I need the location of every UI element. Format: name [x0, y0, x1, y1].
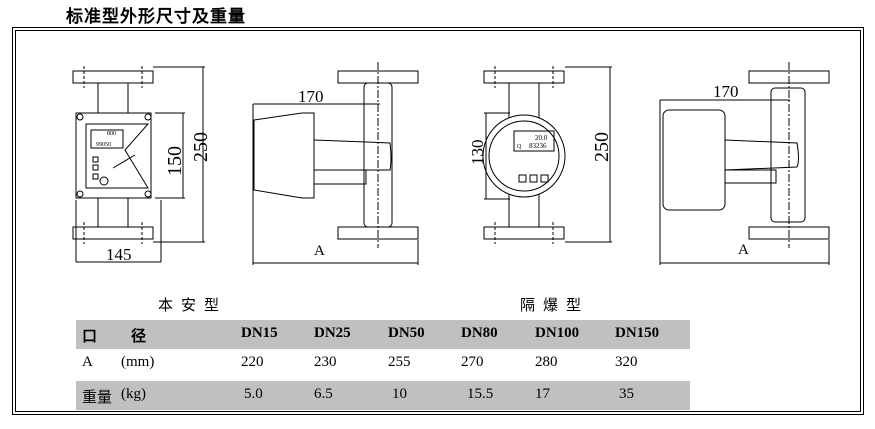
display-total: 83236	[529, 142, 547, 150]
table-cell: 280	[535, 354, 558, 370]
dim-250-standard: 250	[190, 132, 212, 162]
row-label-2: (kg)	[121, 386, 146, 402]
caption-intrinsically-safe: 本安型	[158, 296, 228, 314]
dim-145: 145	[106, 245, 132, 264]
dim-170-standard: 170	[298, 87, 324, 106]
dim-a-explosion-proof: A	[738, 242, 749, 258]
display-flow-rate: 20.0	[535, 134, 548, 142]
table-cell: 10	[392, 386, 407, 402]
table-cell: 15.5	[467, 386, 494, 402]
page-title: 标准型外形尺寸及重量	[66, 7, 246, 27]
drawing-frame	[12, 27, 864, 415]
side-view-standard	[252, 62, 419, 265]
header-col: DN80	[461, 325, 498, 341]
header-col: DN50	[388, 325, 425, 341]
table-header-row: 口 径 DN15 DN25 DN50 DN80 DN100 DN150	[76, 320, 690, 349]
header-label-2: 径	[131, 329, 147, 345]
header-col: DN25	[314, 325, 351, 341]
side-view-explosion-proof	[659, 62, 830, 265]
table-cell: 270	[461, 354, 484, 370]
table-row: A (mm) 220 230 255 270 280 320	[76, 349, 690, 378]
header-col: DN100	[535, 325, 580, 341]
front-view-explosion-proof	[482, 66, 612, 244]
row-label-2: (mm)	[121, 354, 155, 370]
header-label-1: 口	[82, 329, 98, 345]
table-cell: 6.5	[314, 386, 333, 402]
front-view-standard	[72, 66, 205, 263]
row-label-1: A	[82, 354, 93, 370]
caption-explosion-proof: 隔爆型	[520, 296, 590, 314]
header-col: DN150	[615, 325, 660, 341]
display-reading-top: 800	[107, 131, 116, 137]
display-prefix: Q	[517, 144, 522, 150]
table-cell: 5.0	[244, 386, 263, 402]
table-cell: 220	[241, 354, 264, 370]
dim-130: 130	[468, 140, 487, 166]
spec-table: 口 径 DN15 DN25 DN50 DN80 DN100 DN150 A (m…	[76, 320, 690, 410]
table-cell: 255	[388, 354, 411, 370]
dim-a-standard: A	[314, 243, 325, 259]
dim-250-explosion-proof: 250	[591, 132, 613, 162]
table-row: 重量 (kg) 5.0 6.5 10 15.5 17 35	[76, 381, 690, 410]
dim-170-explosion-proof: 170	[713, 82, 739, 101]
row-label-1: 重量	[82, 390, 113, 406]
table-cell: 230	[314, 354, 337, 370]
table-cell: 35	[619, 386, 634, 402]
table-cell: 17	[535, 386, 550, 402]
table-cell: 320	[615, 354, 638, 370]
header-col: DN15	[241, 325, 278, 341]
display-reading-bottom: 99050	[96, 142, 111, 148]
dim-150: 150	[164, 146, 186, 176]
